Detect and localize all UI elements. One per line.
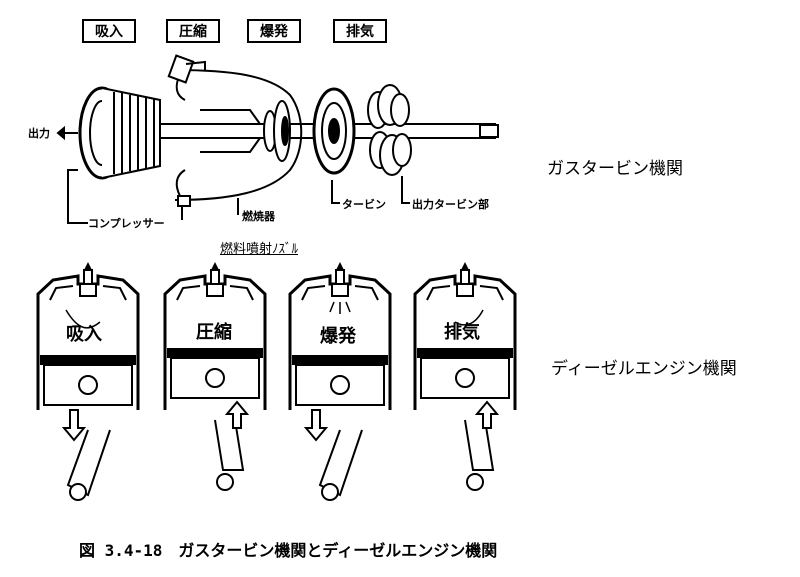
- combustor-label: 燃焼器: [242, 210, 275, 223]
- figure-caption: 図 3.4-18 ガスタービン機関とディーゼルエンジン機関: [79, 541, 498, 560]
- diesel-stroke-compression: 圧縮: [196, 322, 232, 343]
- output-label: 出力: [28, 127, 50, 140]
- gas-turbine-title: ガスタービン機関: [547, 159, 683, 179]
- power-turbine-label: 出力タービン部: [412, 198, 489, 211]
- diesel-title: ディーゼルエンジン機関: [551, 359, 737, 379]
- turbine-label: タービン: [342, 198, 386, 211]
- stage-box-combustion: 爆発: [247, 19, 301, 43]
- gas-turbine-diagram: [56, 54, 499, 224]
- diesel-stroke-intake: 吸入: [66, 324, 102, 345]
- stage-box-compression: 圧縮: [166, 19, 220, 43]
- compressor-label: コンプレッサー: [88, 217, 165, 230]
- diesel-stroke-exhaust: 排気: [444, 322, 480, 343]
- diesel-engine-diagram: [36, 260, 517, 501]
- stage-box-intake: 吸入: [82, 19, 136, 43]
- stage-box-exhaust: 排気: [333, 19, 387, 43]
- fuel-nozzle-label: 燃料噴射ﾉｽﾞﾙ: [220, 242, 299, 257]
- diesel-stroke-combustion: 爆発: [320, 326, 356, 347]
